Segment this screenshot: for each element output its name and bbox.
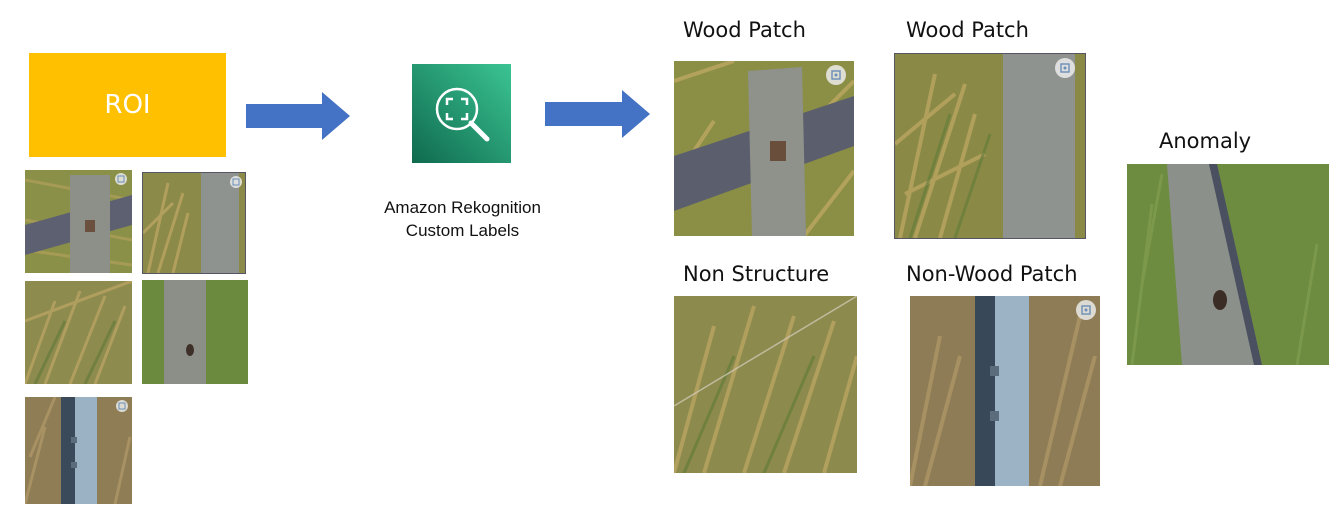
input-tile-wood-rail (25, 170, 132, 273)
anomaly-image (1127, 164, 1329, 365)
category-title-anomaly: Anomaly (1159, 129, 1252, 153)
wood-patch-image-2 (894, 53, 1086, 239)
category-title-non-wood-patch: Non-Wood Patch (906, 262, 1078, 286)
input-tile-anomaly (142, 280, 248, 384)
category-title-wood-patch-1: Wood Patch (683, 18, 806, 42)
non-structure-image (674, 296, 857, 473)
category-title-wood-patch-2: Wood Patch (906, 18, 1029, 42)
roi-label: ROI (104, 90, 151, 120)
focus-scan-icon (826, 65, 846, 85)
non-wood-patch-image (910, 296, 1100, 486)
service-name-line1: Amazon Rekognition (384, 198, 541, 217)
focus-scan-icon (115, 173, 127, 185)
focus-scan-icon (116, 400, 128, 412)
input-tile-grass (25, 281, 132, 384)
input-tile-metal (25, 397, 132, 504)
focus-scan-icon (1055, 58, 1075, 78)
wood-patch-image-1 (674, 61, 854, 236)
input-tile-wood-grass (142, 172, 246, 274)
roi-box: ROI (29, 53, 226, 157)
category-title-non-structure: Non Structure (683, 262, 830, 286)
service-label: Amazon Rekognition Custom Labels (355, 196, 570, 242)
rekognition-icon (412, 64, 511, 163)
flow-arrow-2 (545, 90, 650, 143)
focus-scan-icon (230, 176, 242, 188)
flow-arrow-1 (246, 92, 350, 145)
service-name-line2: Custom Labels (405, 221, 520, 240)
focus-scan-icon (1076, 300, 1096, 320)
